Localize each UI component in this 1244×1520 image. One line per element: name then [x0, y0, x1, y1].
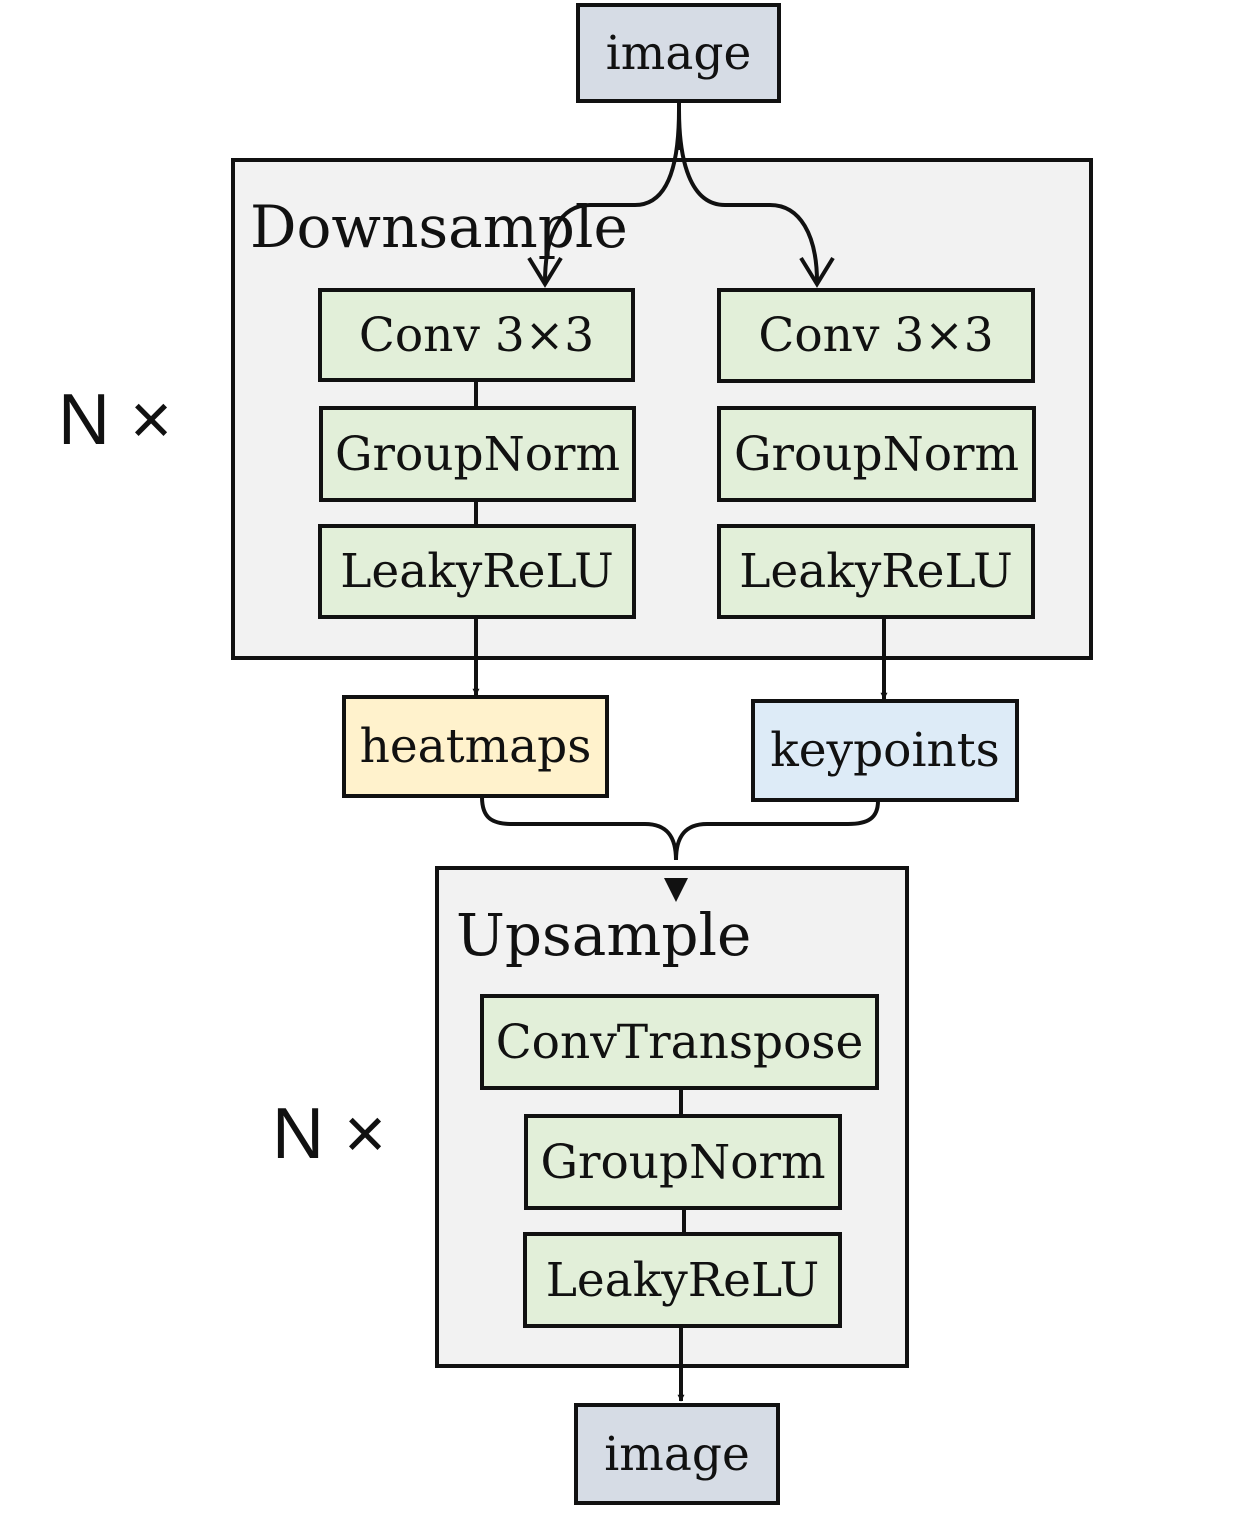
upsample-repeat-label: N ×	[272, 1094, 387, 1174]
input-image-label: image	[605, 25, 752, 81]
left-groupnorm-label: GroupNorm	[334, 426, 621, 482]
right-groupnorm-block: GroupNorm	[717, 406, 1036, 502]
input-image-node: image	[576, 3, 781, 103]
right-leakyrelu-block: LeakyReLU	[717, 524, 1035, 619]
output-image-node: image	[574, 1403, 780, 1505]
downsample-repeat-label: N ×	[58, 380, 173, 460]
left-leakyrelu-label: LeakyReLU	[340, 544, 614, 599]
left-conv-block: Conv 3×3	[318, 288, 635, 382]
up-convtranspose-block: ConvTranspose	[480, 994, 879, 1090]
right-conv-label: Conv 3×3	[758, 308, 994, 363]
heatmaps-node: heatmaps	[342, 695, 609, 798]
merge-right-curve	[674, 800, 880, 861]
up-groupnorm-label: GroupNorm	[540, 1134, 826, 1190]
output-image-label: image	[604, 1426, 750, 1482]
merge-left-curve	[480, 796, 678, 861]
up-leakyrelu-block: LeakyReLU	[523, 1232, 842, 1328]
left-conv-label: Conv 3×3	[358, 307, 595, 363]
keypoints-label: keypoints	[770, 723, 1000, 778]
keypoints-node: keypoints	[751, 699, 1019, 802]
up-groupnorm-block: GroupNorm	[524, 1114, 842, 1210]
left-leakyrelu-block: LeakyReLU	[318, 524, 636, 619]
right-leakyrelu-label: LeakyReLU	[739, 544, 1013, 599]
downsample-title: Downsample	[250, 193, 628, 261]
right-groupnorm-label: GroupNorm	[733, 426, 1020, 482]
upsample-title: Upsample	[456, 901, 752, 969]
up-convtranspose-label: ConvTranspose	[495, 1014, 864, 1070]
left-groupnorm-block: GroupNorm	[319, 406, 636, 502]
right-conv-block: Conv 3×3	[717, 288, 1035, 383]
up-leakyrelu-label: LeakyReLU	[545, 1252, 820, 1308]
heatmaps-label: heatmaps	[359, 719, 592, 774]
